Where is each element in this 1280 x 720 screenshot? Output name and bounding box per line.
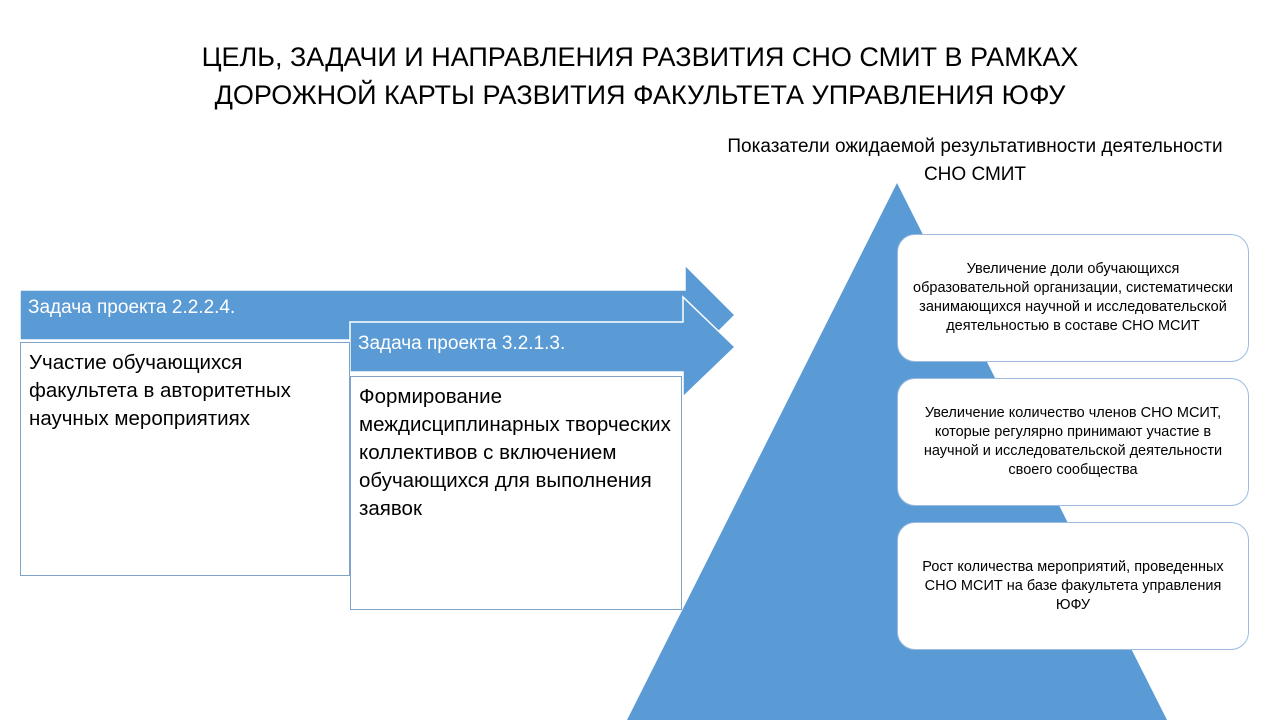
task-2-description-box: Формирование междисциплинарных творчески… bbox=[350, 376, 682, 610]
indicators-heading-line-1: Показатели ожидаемой результативности де… bbox=[727, 136, 1223, 157]
indicator-card-3: Рост количества мероприятий, проведенных… bbox=[897, 522, 1249, 650]
indicator-card-1: Увеличение доли обучающихся образователь… bbox=[897, 234, 1249, 362]
slide-title-line-2: ДОРОЖНОЙ КАРТЫ РАЗВИТИЯ ФАКУЛЬТЕТА УПРАВ… bbox=[214, 80, 1066, 110]
task-1-description-box: Участие обучающихся факультета в авторит… bbox=[20, 342, 350, 576]
indicator-1-text: Увеличение доли обучающихся образователь… bbox=[913, 261, 1233, 334]
indicators-heading: Показатели ожидаемой результативности де… bbox=[670, 133, 1280, 189]
slide-title: ЦЕЛЬ, ЗАДАЧИ И НАПРАВЛЕНИЯ РАЗВИТИЯ СНО … bbox=[100, 38, 1180, 114]
task-1-label: Задача проекта 2.2.2.4. bbox=[28, 297, 236, 318]
indicators-heading-line-2: СНО СМИТ bbox=[923, 164, 1027, 185]
task-arrow-2 bbox=[349, 295, 737, 399]
slide-title-line-1: ЦЕЛЬ, ЗАДАЧИ И НАПРАВЛЕНИЯ РАЗВИТИЯ СНО … bbox=[201, 42, 1079, 72]
task-2-description: Формирование междисциплинарных творчески… bbox=[359, 385, 671, 520]
indicator-2-text: Увеличение количество членов СНО МСИТ, к… bbox=[923, 405, 1223, 478]
task-2-label: Задача проекта 3.2.1.3. bbox=[358, 333, 566, 354]
task-1-description: Участие обучающихся факультета в авторит… bbox=[29, 351, 291, 430]
indicator-card-2: Увеличение количество членов СНО МСИТ, к… bbox=[897, 378, 1249, 506]
indicator-3-text: Рост количества мероприятий, проведенных… bbox=[922, 558, 1224, 613]
